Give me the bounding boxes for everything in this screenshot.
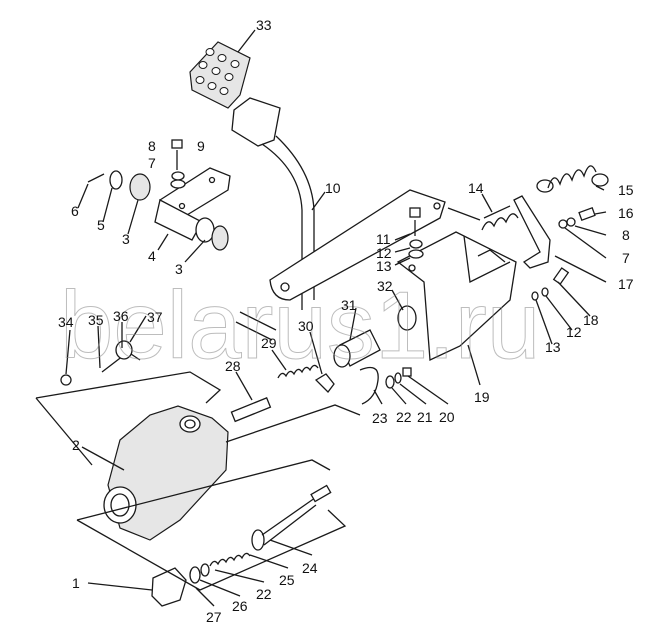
callout: 13 [376,258,392,274]
callout: 8 [148,138,156,154]
callout: 3 [122,231,130,247]
callout: 11 [376,231,391,247]
callout: 21 [417,409,433,425]
callout: 20 [439,409,455,425]
callout: 32 [377,278,393,294]
springs [481,165,609,301]
callout: 17 [618,276,634,292]
watermark: belarus1.ru [60,272,540,379]
callout: 7 [622,250,630,266]
housing-bracket [396,207,517,361]
valve-body [103,405,229,541]
callout: 13 [545,339,561,355]
callout: 34 [58,314,74,330]
callout: 25 [279,572,295,588]
callout: 33 [256,17,272,33]
callout: 1 [72,575,80,591]
assembly-frames [35,207,481,591]
callout: 30 [298,318,314,334]
callout: 22 [256,586,272,602]
callout: 9 [197,138,205,154]
callout: 23 [372,410,388,426]
callout: 8 [622,227,630,243]
callout: 28 [225,358,241,374]
callout: 16 [618,205,634,221]
valve-parts [60,305,417,423]
callout: 22 [396,409,412,425]
pedal-lever [231,97,446,341]
callout: 12 [566,324,582,340]
callout: 26 [232,598,248,614]
leader-lines [65,29,607,607]
callout: 14 [468,180,484,196]
bracket [87,139,231,251]
callout: 2 [72,437,80,453]
callout: 36 [113,308,129,324]
callout: 15 [618,182,634,198]
callouts: 33 8 9 7 6 5 3 4 3 10 14 15 16 8 7 17 11… [58,17,634,625]
callout: 24 [302,560,318,576]
callout: 10 [325,180,341,196]
callout: 7 [148,155,156,171]
callout: 31 [341,297,357,313]
callout: 37 [147,309,163,325]
callout: 5 [97,217,105,233]
callout: 12 [376,245,392,261]
callout: 27 [206,609,222,625]
callout: 3 [175,261,183,277]
callout: 19 [474,389,490,405]
callout: 18 [583,312,599,328]
callout: 35 [88,312,104,328]
callout: 29 [261,335,277,351]
callout: 6 [71,203,79,219]
pedal-pad [189,41,251,109]
callout: 4 [148,248,156,264]
